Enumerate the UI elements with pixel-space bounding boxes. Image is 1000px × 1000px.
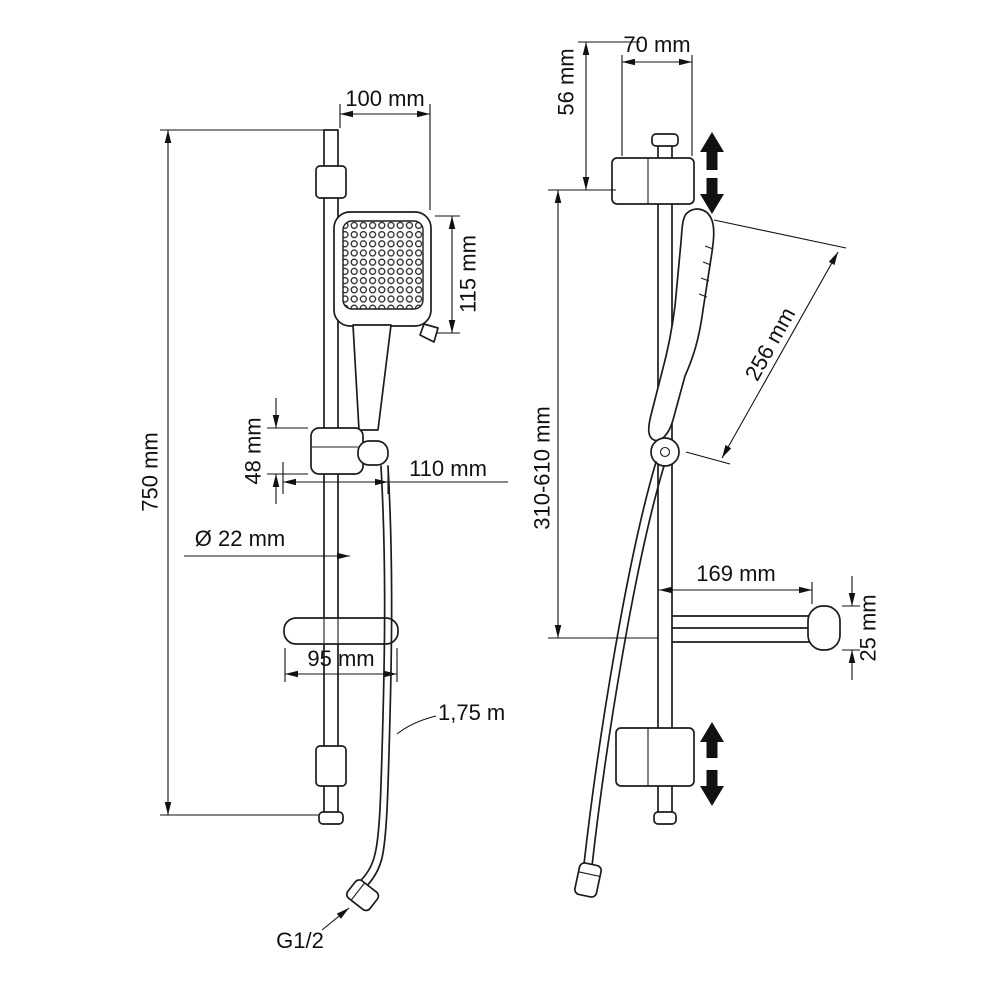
label-bracket-width: 70 mm xyxy=(623,32,690,57)
dim-bracket-width: 70 mm xyxy=(621,32,693,156)
label-bracket-height: 56 mm xyxy=(554,48,579,115)
label-soap-dish-height: 25 mm xyxy=(856,594,881,661)
label-head-width: 100 mm xyxy=(345,86,424,111)
nozzle-grid xyxy=(342,220,424,310)
slider-body xyxy=(310,427,364,475)
wall-bracket-bottom-side xyxy=(615,727,695,787)
hand-shower-side xyxy=(647,208,715,467)
rail-top-cap-side xyxy=(651,133,679,147)
dim-bracket-height: 56 mm xyxy=(554,41,640,190)
shower-hose-side xyxy=(573,461,665,898)
soap-dish-lip xyxy=(807,605,841,651)
label-rail-diameter: Ø 22 mm xyxy=(195,526,285,551)
hose-connector-side xyxy=(573,862,603,898)
wall-bracket-top-side xyxy=(611,157,695,205)
wall-bracket-top-front xyxy=(315,165,347,199)
label-holder-height: 48 mm xyxy=(241,417,266,484)
hose-connector-front xyxy=(345,879,380,912)
dim-holder-height: 48 mm xyxy=(241,398,308,504)
adjust-arrow-down-top xyxy=(700,178,724,214)
rail-end-cap-side xyxy=(653,811,677,825)
label-holder-width: 110 mm xyxy=(409,456,487,481)
dim-adjustment-range: 310-610 mm xyxy=(530,189,658,639)
soap-dish-tray xyxy=(283,617,399,645)
adjust-arrow-up-bottom xyxy=(700,722,724,758)
annotation-hose-length: 1,75 m xyxy=(396,700,505,735)
slider-knob-side xyxy=(650,437,680,467)
dim-rail-height: 750 mm xyxy=(138,129,330,816)
dim-rail-diameter: Ø 22 mm xyxy=(184,526,350,560)
front-view: 750 mm 100 mm 115 mm xyxy=(138,86,508,953)
slider-knob xyxy=(357,440,389,466)
label-head-height: 115 mm xyxy=(456,235,481,313)
label-soap-dish-depth: 169 mm xyxy=(696,561,775,586)
soap-dish-side xyxy=(671,605,841,651)
shower-hose-front xyxy=(345,465,393,912)
label-hose-length: 1,75 m xyxy=(438,700,505,725)
annotation-thread: G1/2 xyxy=(276,907,350,953)
dim-head-height: 115 mm xyxy=(435,215,481,334)
dim-soap-dish-height: 25 mm xyxy=(842,576,881,680)
adjust-arrow-down-bottom xyxy=(700,770,724,806)
label-rail-height: 750 mm xyxy=(138,432,163,511)
wall-bracket-bottom-front xyxy=(315,745,347,787)
dim-holder-width: 110 mm xyxy=(282,456,508,494)
dim-soap-dish-width: 95 mm xyxy=(284,646,398,682)
label-adjustment-range: 310-610 mm xyxy=(530,406,555,530)
side-view: 70 mm 56 mm 310-610 mm 256 mm 169 mm xyxy=(530,32,881,898)
adjust-arrow-up-top xyxy=(700,132,724,170)
label-soap-dish-width: 95 mm xyxy=(307,646,374,671)
soap-dish-front xyxy=(283,617,399,645)
hand-shower-front xyxy=(333,211,439,431)
dim-soap-dish-depth: 169 mm xyxy=(659,561,813,604)
label-thread: G1/2 xyxy=(276,928,324,953)
shower-head-side xyxy=(647,208,715,442)
rail-end-cap-front xyxy=(318,811,344,825)
diverter-tab xyxy=(419,323,439,343)
slider-holder-front xyxy=(310,427,389,475)
shower-handle-front xyxy=(352,324,392,431)
dim-head-width: 100 mm xyxy=(339,86,431,210)
